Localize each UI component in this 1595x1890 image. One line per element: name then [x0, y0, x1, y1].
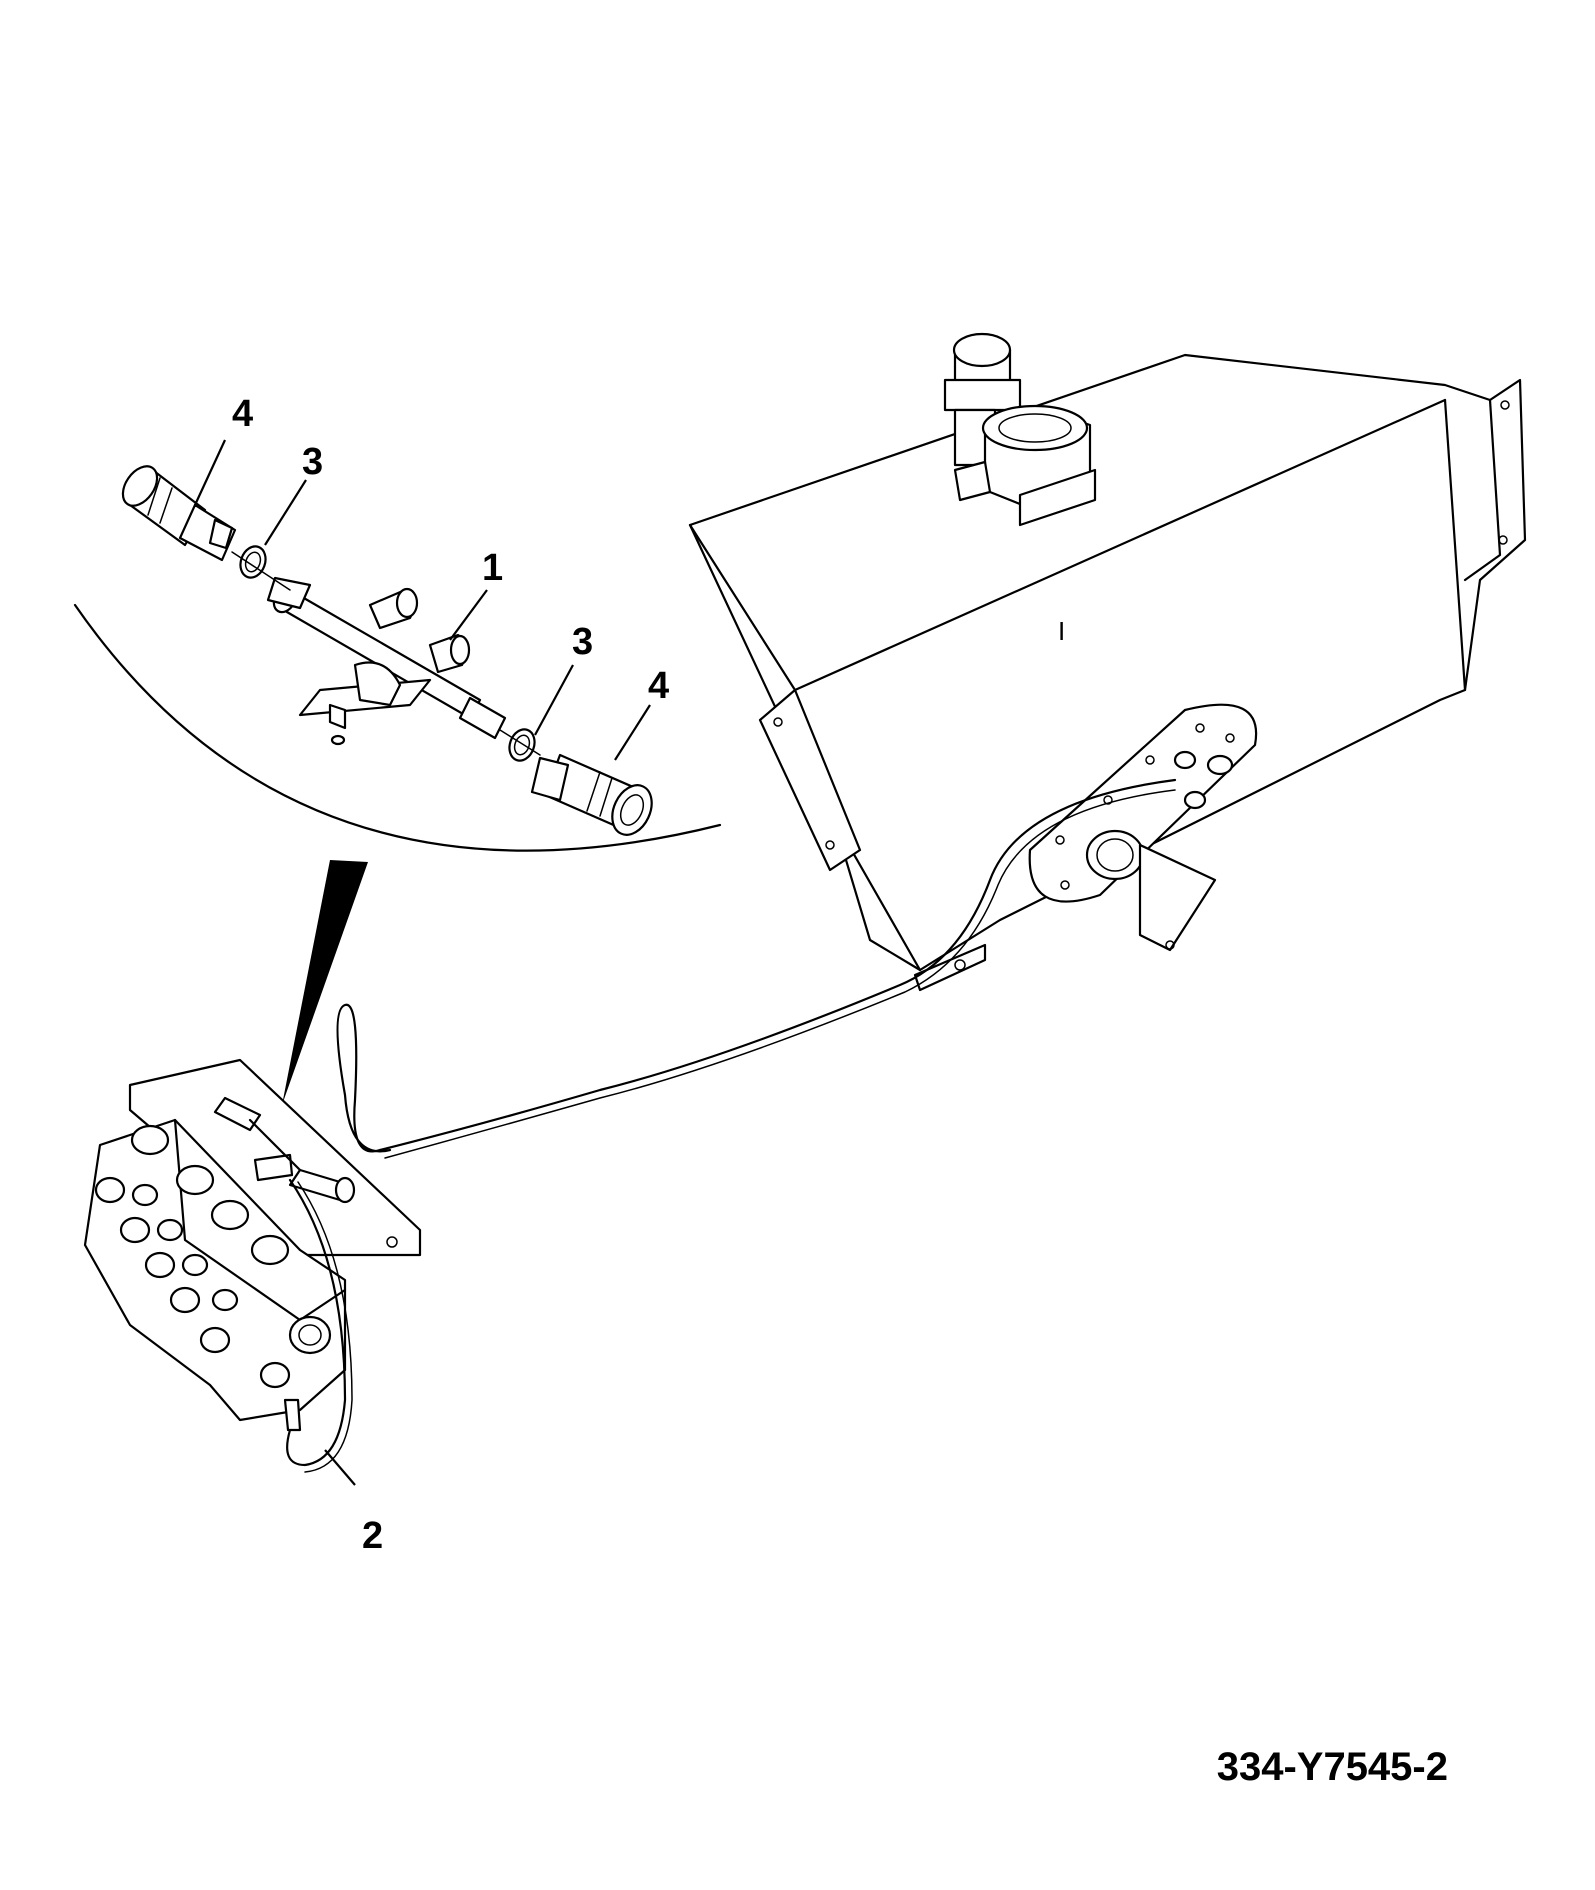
callout-1: 1	[482, 547, 503, 589]
o-ring-upper	[239, 545, 267, 579]
hydraulic-tank: I	[688, 332, 1527, 992]
callout-2: 2	[362, 1515, 383, 1557]
quick-coupler-upper	[121, 465, 237, 562]
tee-fitting	[266, 576, 507, 746]
detail-pointer	[282, 860, 368, 1105]
return-hose	[336, 778, 1177, 1153]
callout-4-lower: 4	[648, 665, 669, 707]
tank-mark: I	[1058, 616, 1065, 646]
callout-3-lower: 3	[572, 621, 593, 663]
return-filter	[953, 404, 1097, 527]
callout-3-upper: 3	[302, 441, 323, 483]
pressure-hose	[286, 1178, 347, 1467]
access-plate	[1028, 703, 1258, 952]
detail-view	[73, 465, 722, 1105]
callout-4-upper: 4	[232, 393, 253, 435]
o-ring-lower	[508, 728, 536, 762]
control-valve	[83, 1058, 422, 1473]
filler-cap	[943, 332, 1022, 467]
drawing-number: 334-Y7545-2	[1217, 1745, 1448, 1789]
quick-coupler-lower	[530, 753, 653, 836]
